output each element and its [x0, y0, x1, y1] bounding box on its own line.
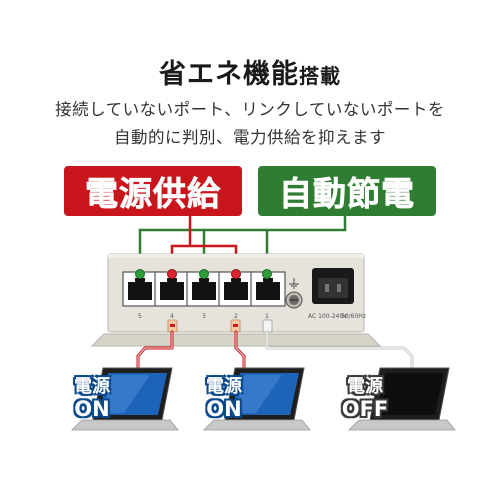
port-1-led-green: [262, 269, 272, 279]
ground-icon: [289, 278, 299, 289]
cable-plug-port-2: [230, 319, 241, 333]
frequency-label: 50/60Hz: [341, 313, 366, 320]
port-number-4: 4: [170, 313, 174, 320]
laptop-3: [348, 367, 456, 431]
subtitle-line-1: 接続していないポート、リンクしていないポートを: [55, 100, 445, 119]
subtitle-line-2: 自動的に判別、電力供給を抑えます: [114, 128, 386, 147]
laptop-1-status-title: 電源: [74, 376, 110, 397]
laptop-1-status-state: ON: [74, 397, 110, 421]
power-supply-label: 電源供給: [64, 166, 242, 216]
port-number-1: 1: [265, 313, 269, 320]
laptop-2-status: 電源 ON: [194, 378, 254, 420]
port-2-led-red: [231, 269, 241, 279]
port-5-led-green: [135, 269, 145, 279]
page-title: 省エネ機能搭載: [0, 52, 500, 91]
port-3-led-green: [199, 269, 209, 279]
laptop-2: [203, 367, 311, 431]
title-suffix: 搭載: [299, 64, 341, 88]
port-4-led-red: [167, 269, 177, 279]
title-main: 省エネ機能: [159, 59, 299, 90]
cable-plug-port-1: [262, 319, 273, 333]
power-label: AC 100-240V: [308, 313, 348, 320]
auto-power-save-label: 自動節電: [258, 166, 436, 216]
laptop-1-status: 電源 ON: [62, 378, 122, 420]
port-number-2: 2: [234, 313, 238, 320]
laptop-3-status-state: OFF: [341, 397, 389, 421]
laptop-3-status-title: 電源: [347, 376, 383, 397]
laptop-2-status-title: 電源: [206, 376, 242, 397]
ground-screw: [285, 291, 303, 309]
port-number-3: 3: [202, 313, 206, 320]
cable-plug-port-4: [167, 319, 178, 333]
laptop-2-status-state: ON: [206, 397, 242, 421]
laptop-3-status: 電源 OFF: [334, 378, 396, 420]
laptop-1: [71, 367, 179, 431]
ac-power-inlet: [312, 268, 354, 304]
port-number-5: 5: [138, 313, 142, 320]
